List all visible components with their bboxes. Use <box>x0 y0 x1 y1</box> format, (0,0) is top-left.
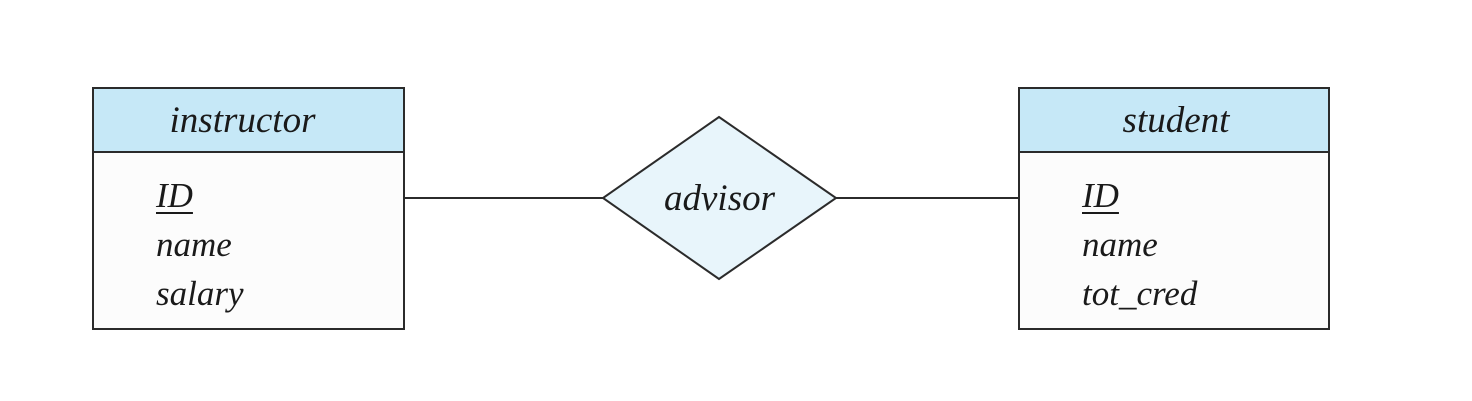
relationship-diamond <box>601 115 838 281</box>
attribute-primary-key: ID <box>1082 176 1119 215</box>
attribute-name: name <box>1082 225 1158 264</box>
attribute-salary: salary <box>156 274 244 313</box>
attribute-list-student: ID name tot_cred <box>1020 153 1328 318</box>
entity-student: student ID name tot_cred <box>1018 87 1330 330</box>
entity-instructor: instructor ID name salary <box>92 87 405 330</box>
attribute-name: name <box>156 225 232 264</box>
entity-name-instructor: instructor <box>94 89 403 153</box>
attribute-list-instructor: ID name salary <box>94 153 403 318</box>
attribute-primary-key: ID <box>156 176 193 215</box>
entity-name-student: student <box>1020 89 1328 153</box>
attribute-tot-cred: tot_cred <box>1082 274 1198 313</box>
relationship-name-advisor: advisor <box>664 177 775 219</box>
